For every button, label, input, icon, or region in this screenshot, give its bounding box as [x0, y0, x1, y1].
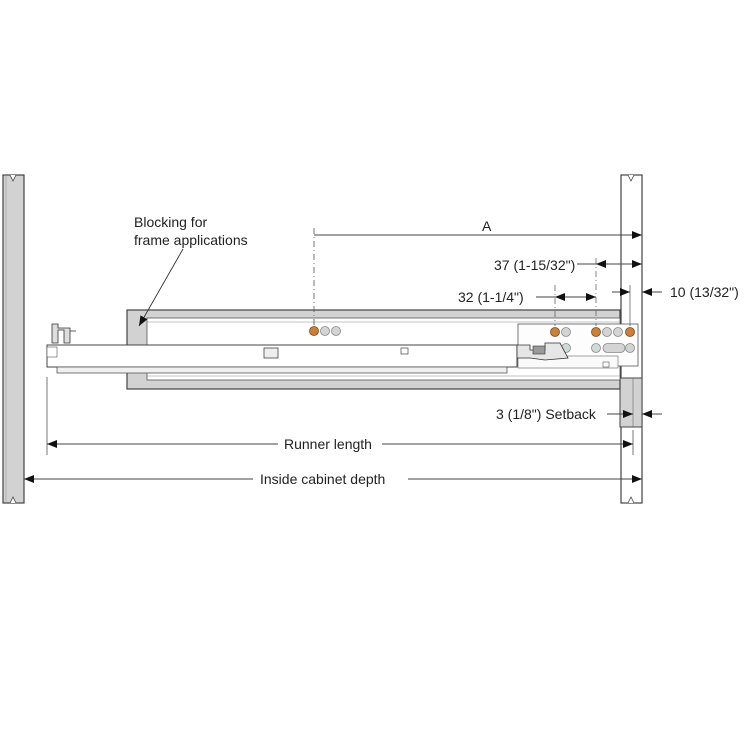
locking-device [51, 323, 76, 344]
rear-lock-mechanism [516, 342, 569, 361]
setback-label: 3 (1/8") Setback [496, 406, 597, 422]
dimension-37 [577, 258, 642, 326]
screw-holes [309, 326, 635, 353]
runner-length-label: Runner length [284, 436, 372, 452]
dimension-10 [612, 285, 662, 326]
dimension-32-label: 32 (1-1/4") [458, 289, 524, 305]
dimension-32 [536, 285, 596, 326]
drawer-member [46, 323, 569, 374]
inside-depth-label: Inside cabinet depth [260, 471, 385, 487]
dimension-a [313, 228, 642, 325]
dimension-a-label: A [482, 218, 492, 234]
dimension-runner-length [46, 377, 634, 455]
blocking-label-line1: Blocking for [134, 214, 207, 230]
dimension-37-label: 37 (1-15/32") [494, 257, 575, 273]
blocking-label-line2: frame applications [134, 232, 248, 248]
blocking-leader [138, 248, 184, 327]
dimension-10-label: 10 (13/32") [670, 284, 739, 300]
left-cabinet-panel [2, 174, 25, 504]
